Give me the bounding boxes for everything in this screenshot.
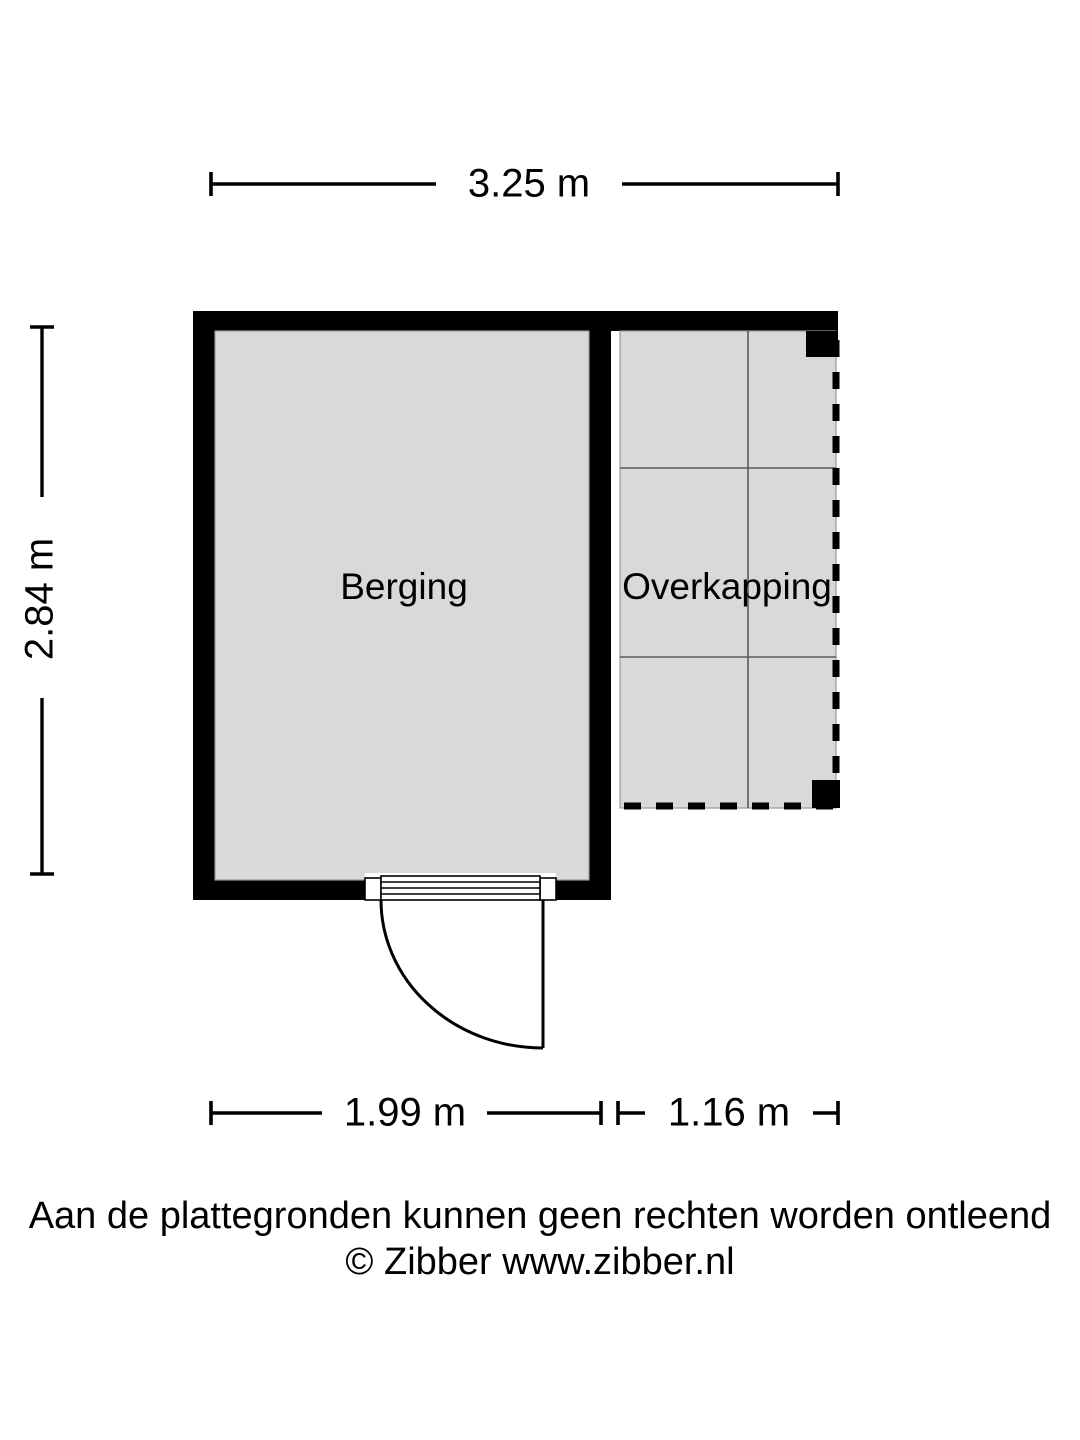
room-label-overkapping: Overkapping [622, 566, 832, 607]
door-berging[interactable] [364, 873, 557, 1050]
dimension-top-label: 3.25 m [468, 162, 590, 206]
footer: Aan de plattegronden kunnen geen rechten… [29, 1195, 1052, 1283]
door-swing-arc [379, 899, 544, 1050]
dimension-left: 2.84 m [18, 325, 62, 876]
dimension-bottom-left: 1.99 m [209, 1091, 603, 1135]
berging-floor [215, 331, 589, 880]
overkapping-corner-post-bottom-right-overlay [812, 780, 840, 808]
footer-copyright: © Zibber www.zibber.nl [345, 1241, 734, 1283]
door-jamb-left [364, 877, 382, 901]
overkapping-tile-grid [620, 331, 836, 808]
dimension-bottom-left-label: 1.99 m [344, 1091, 466, 1135]
dimension-bottom-right-label: 1.16 m [668, 1091, 790, 1135]
room-label-berging: Berging [340, 566, 468, 607]
dimension-top: 3.25 m [209, 162, 840, 206]
room-overkapping: Overkapping [619, 330, 840, 810]
overkapping-corner-post-top-right-overlay [806, 331, 838, 357]
door-jamb-right [539, 877, 557, 901]
footer-disclaimer: Aan de plattegronden kunnen geen rechten… [29, 1195, 1052, 1237]
overkapping-top-wall [611, 311, 838, 331]
dimension-left-label: 2.84 m [18, 538, 62, 660]
room-berging: Berging [214, 330, 590, 881]
dimension-bottom-right: 1.16 m [616, 1091, 840, 1135]
overkapping-floor [620, 331, 836, 808]
